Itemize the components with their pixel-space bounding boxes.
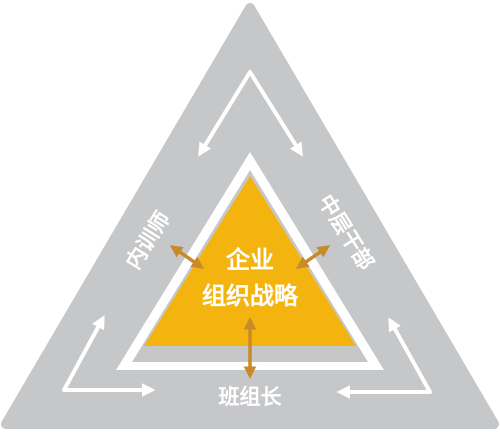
core-right-arrow xyxy=(295,245,331,269)
core-label-line1: 企业 xyxy=(226,246,274,274)
bottom-right-corner-arrow xyxy=(336,317,432,399)
core-triangle xyxy=(144,176,356,346)
bottom-left-corner-arrow xyxy=(62,315,156,397)
core-left-arrow xyxy=(169,245,205,269)
top-corner-arrow xyxy=(198,70,303,157)
bottom-side-label: 班组长 xyxy=(219,385,283,409)
core-label-line2: 组织战略 xyxy=(202,282,299,310)
